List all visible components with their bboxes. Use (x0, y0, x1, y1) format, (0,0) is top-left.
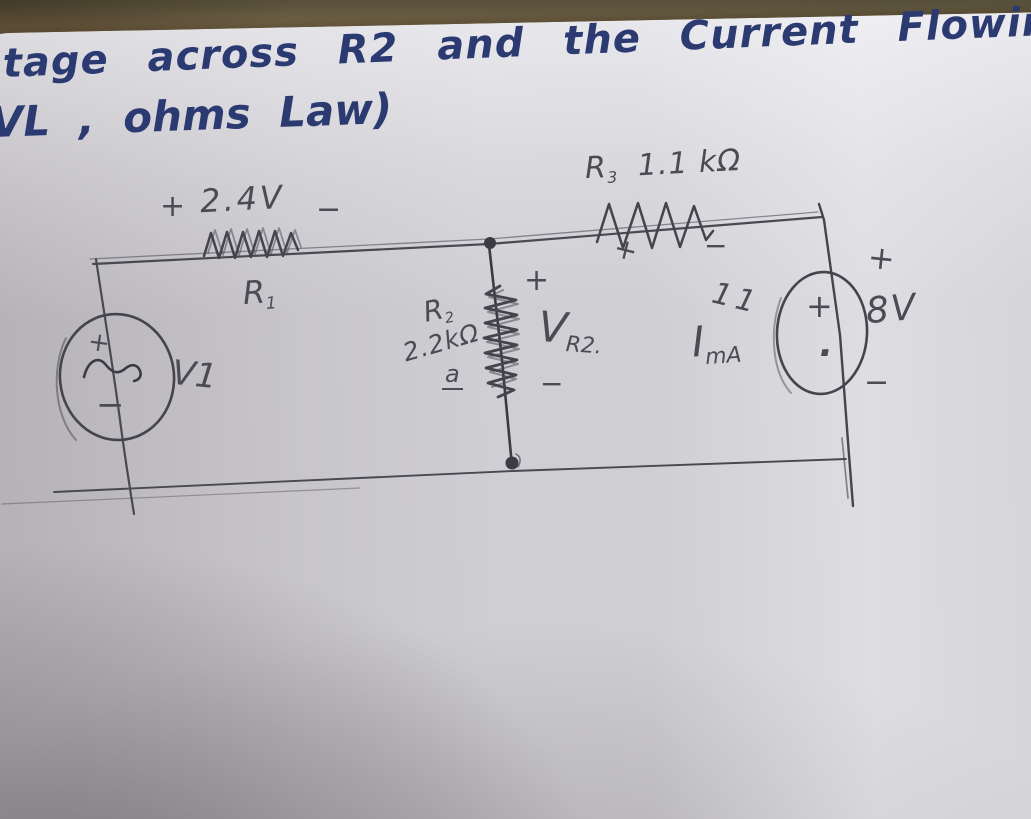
source-8v-circle (775, 270, 869, 396)
resistor-r2-symbol (482, 284, 519, 399)
vr2-minus-sign: − (540, 367, 564, 400)
vr2-letter: V (536, 301, 569, 353)
vr2-label: VR2. (536, 302, 604, 360)
r3-minus-sign: − (704, 229, 728, 262)
resistor-r1-symbol (202, 229, 300, 260)
wire-bottom (53, 458, 847, 493)
source-8v-plus-sign: + (866, 237, 897, 279)
wire-right-tail-overdraw (841, 437, 849, 499)
r3-value: 1.1 kΩ (636, 142, 743, 184)
v1-minus-sign: − (96, 385, 125, 425)
source-v1-circle-overdraw (55, 337, 77, 441)
r1-letter: R (241, 272, 267, 313)
r1-voltage-minus-sign: − (316, 192, 342, 227)
r1-subscript: 1 (265, 293, 278, 313)
node-dot-bottom (505, 456, 519, 470)
current-ima-label: ImA (690, 316, 743, 371)
node-dot-bottom-tail (515, 453, 521, 468)
source-8v-value: 8V (864, 286, 920, 333)
r1-voltage-plus-sign: + (160, 189, 186, 224)
source-8v-circle-overdraw (772, 297, 792, 394)
node-a-label: a (442, 362, 463, 390)
v1-label: V1 (170, 352, 219, 398)
wire-left-vertical (94, 257, 136, 516)
current-letter: I (690, 316, 706, 367)
r3-letter: R (584, 149, 608, 187)
source-v1-circle (58, 312, 176, 442)
source-8v-inner-dot: · (818, 333, 832, 374)
source-8v-inner-plus: + (806, 287, 833, 325)
vr2-plus-sign: + (524, 263, 550, 298)
source-8v-minus-sign: − (864, 365, 890, 400)
node-dot-top (484, 237, 496, 249)
r1-voltage-value: 2.4V (199, 177, 286, 221)
r1-label: R1 (241, 272, 278, 314)
resistor-r2-overdraw (486, 289, 520, 388)
wire-bottom-second-stroke (1, 487, 361, 505)
wire-right-vertical (817, 202, 855, 508)
resistor-r1-overdraw (207, 227, 302, 256)
vr2-subscript: R2. (564, 332, 603, 360)
v1-plus-sign: + (86, 326, 112, 360)
r3-subscript: 3 (606, 168, 618, 187)
resistor-r3-symbol (595, 201, 715, 250)
current-subscript: mA (704, 342, 743, 371)
ac-tilde-symbol (82, 358, 142, 383)
